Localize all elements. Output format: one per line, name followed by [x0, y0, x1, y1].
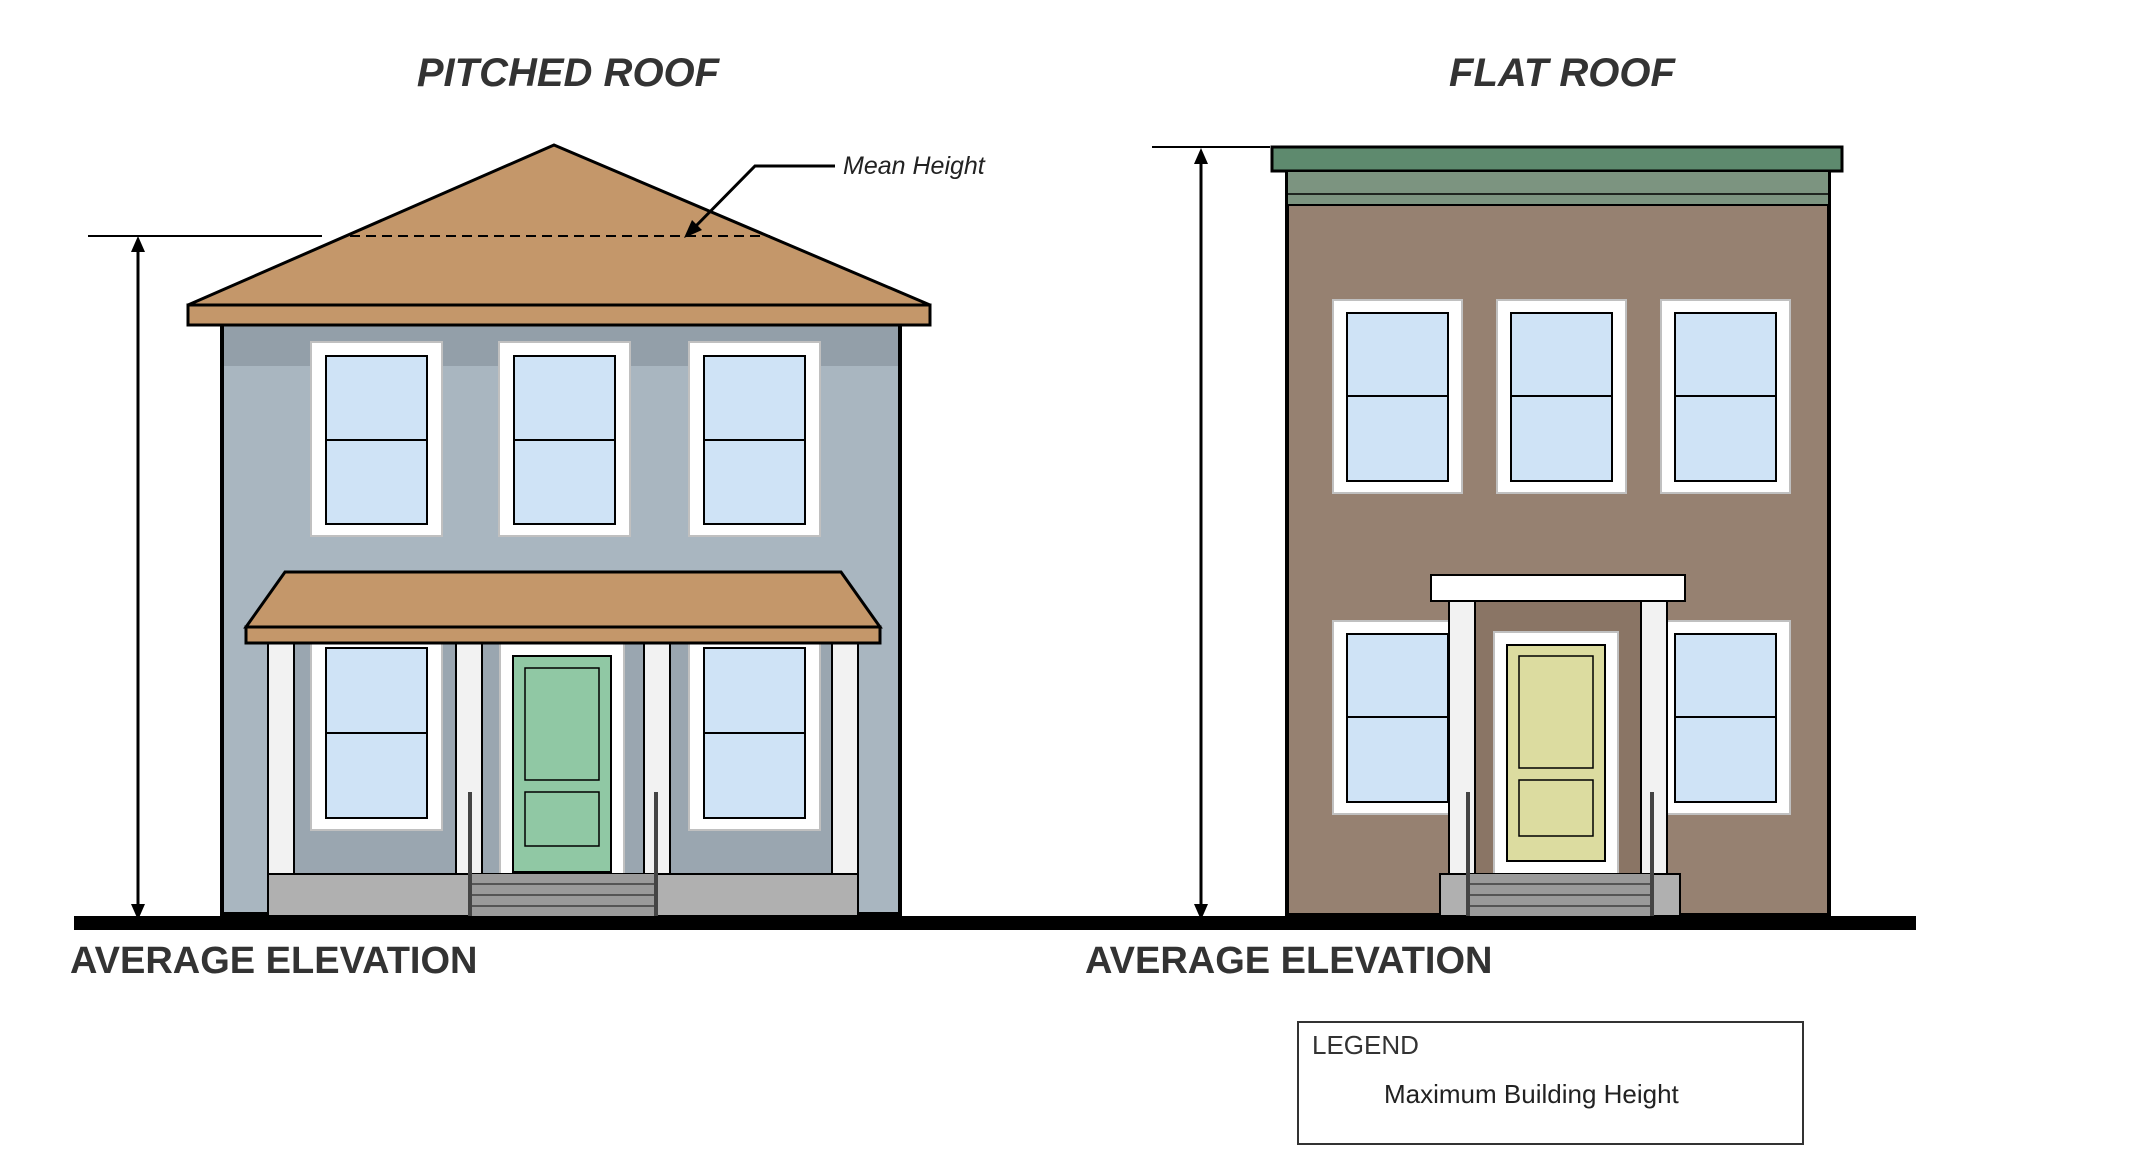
flat-dim-arrow-bottom: [1194, 904, 1208, 920]
pitched-lower-window-2: [688, 639, 821, 831]
legend-box: [1297, 1021, 1804, 1145]
flat-roof-cornice: [1270, 145, 1844, 173]
average-elevation-label-right: AVERAGE ELEVATION: [1085, 940, 1492, 982]
ground-line: [74, 916, 1916, 930]
pitched-dim-arrow-top: [131, 236, 145, 252]
pitched-porch-roof: [243, 570, 883, 629]
pitched-dim-arrow-bottom: [131, 904, 145, 920]
legend: LEGEND Maximum Building Height: [1297, 1021, 1804, 1145]
flat-portico-canopy: [1430, 574, 1686, 602]
flat-front-door: [1493, 631, 1619, 875]
mean-height-arrowhead: [684, 220, 702, 238]
pitched-upper-window-1: [310, 341, 443, 537]
pitched-upper-window-3: [688, 341, 821, 537]
flat-upper-window-1: [1332, 299, 1463, 494]
legend-title: LEGEND: [1312, 1030, 1419, 1060]
flat-roof-house: [1270, 145, 1844, 917]
pitched-roof-house: [186, 143, 932, 917]
mean-height-leader: [688, 164, 835, 234]
flat-lower-window-1: [1332, 620, 1463, 815]
pitched-porch-column-1: [267, 639, 295, 877]
pitched-main-roof: [187, 143, 931, 307]
pitched-front-steps: [468, 792, 658, 916]
pitched-lower-window-1: [310, 639, 443, 831]
pitched-roof-fascia: [186, 303, 932, 327]
flat-portico-column-left: [1448, 599, 1476, 877]
flat-roof-title: FLAT ROOF: [1449, 51, 1676, 95]
pitched-upper-window-2: [498, 341, 631, 537]
flat-upper-window-3: [1660, 299, 1791, 494]
flat-front-steps: [1466, 792, 1654, 916]
average-elevation-label-left: AVERAGE ELEVATION: [70, 940, 477, 982]
flat-dim-arrow-top: [1194, 148, 1208, 164]
legend-item-max-height: Maximum Building Height: [1384, 1079, 1680, 1109]
mean-height-label: Mean Height: [843, 152, 986, 180]
flat-roof-band: [1286, 170, 1830, 206]
pitched-front-door: [499, 641, 625, 875]
flat-upper-window-2: [1496, 299, 1627, 494]
pitched-porch-column-4: [831, 639, 859, 877]
pitched-porch-roof-fascia: [244, 625, 882, 645]
flat-lower-window-2: [1660, 620, 1791, 815]
pitched-roof-title: PITCHED ROOF: [417, 51, 721, 95]
